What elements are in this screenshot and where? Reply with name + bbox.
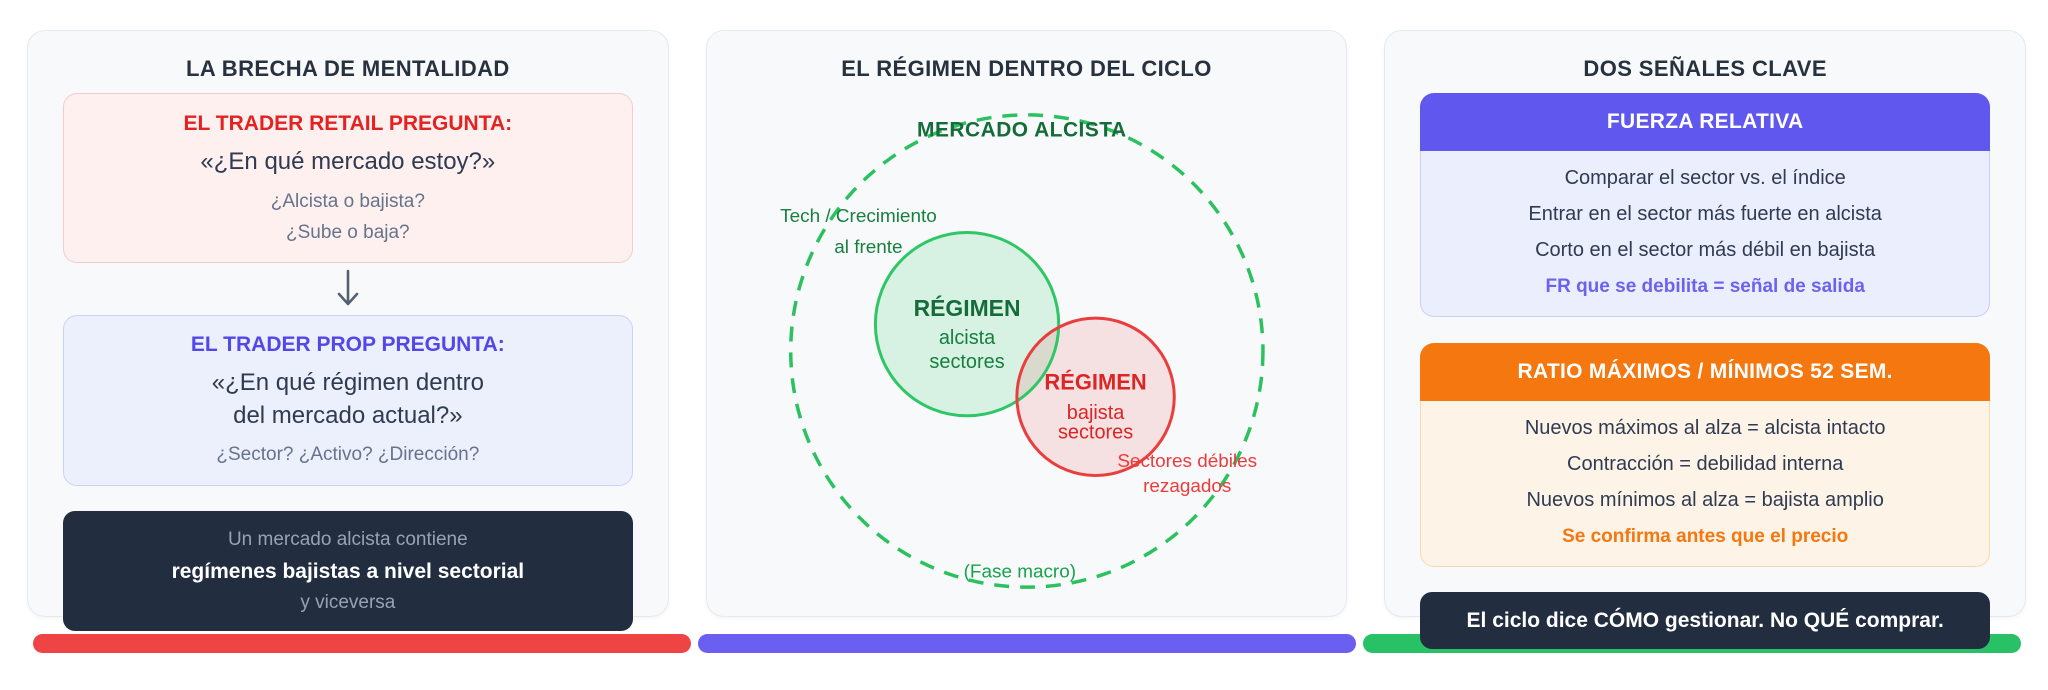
- weak-sectors-note-line-2: rezagados: [1143, 476, 1231, 497]
- bear-regime-line-1: bajista: [1066, 402, 1124, 424]
- weak-sectors-note-line-1: Sectores débiles: [1117, 451, 1257, 472]
- highs-lows-ratio-header: RATIO MÁXIMOS / MÍNIMOS 52 SEM.: [1420, 343, 1991, 402]
- rs-highlight: FR que se debilita = señal de salida: [1545, 276, 1865, 298]
- mindset-panel-title: LA BRECHA DE MENTALIDAD: [185, 56, 510, 81]
- ratio-highlight: Se confirma antes que el precio: [1562, 526, 1849, 548]
- bull-regime-circle: [875, 232, 1059, 416]
- prop-question-line-2: del mercado actual?»: [233, 401, 463, 429]
- prop-box-heading: EL TRADER PROP PREGUNTA:: [190, 333, 505, 357]
- signals-summary-box: El ciclo dice CÓMO gestionar. No QUÉ com…: [1420, 592, 1991, 650]
- mindset-summary-line-1: Un mercado alcista contiene: [227, 528, 468, 550]
- panel-key-signals: DOS SEÑALES CLAVE FUERZA RELATIVA Compar…: [1384, 30, 2027, 650]
- retail-question: «¿En qué mercado estoy?»: [200, 148, 496, 176]
- relative-strength-header: FUERZA RELATIVA: [1420, 93, 1991, 152]
- retail-subquestion-2: ¿Sube o baja?: [286, 221, 410, 243]
- mindset-summary-box: Un mercado alcista contiene regímenes ba…: [63, 510, 633, 631]
- mindset-summary-line-3: y viceversa: [300, 591, 396, 613]
- ratio-rule-2: Contracción = debilidad interna: [1567, 453, 1844, 476]
- footer-bar-red: [33, 634, 691, 653]
- footer-bar-purple: [698, 634, 1356, 653]
- cycle-panel-title: EL RÉGIMEN DENTRO DEL CICLO: [841, 56, 1212, 81]
- regime-venn-diagram: MERCADO ALCISTA Tech / Crecimiento al fr…: [780, 113, 1265, 589]
- highs-lows-ratio-body: Nuevos máximos al alza = alcista intacto…: [1420, 401, 1991, 568]
- bull-regime-line-1: alcista: [939, 327, 996, 349]
- mindset-summary-line-2: regímenes bajistas a nivel sectorial: [171, 559, 525, 583]
- panel-mindset-gap: LA BRECHA DE MENTALIDAD EL TRADER RETAIL…: [27, 30, 669, 631]
- prop-trader-box: EL TRADER PROP PREGUNTA: «¿En qué régime…: [63, 315, 633, 486]
- rs-rule-3: Corto en el sector más débil en bajista: [1535, 239, 1876, 262]
- rs-rule-1: Comparar el sector vs. el índice: [1564, 167, 1846, 190]
- prop-question-line-1: «¿En qué régimen dentro: [211, 369, 484, 397]
- ratio-rule-1: Nuevos máximos al alza = alcista intacto: [1524, 417, 1886, 440]
- bull-market-label: MERCADO ALCISTA: [917, 118, 1127, 141]
- relative-strength-card: FUERZA RELATIVA Comparar el sector vs. e…: [1420, 93, 1991, 318]
- bull-market-dashed-circle: [788, 113, 1265, 589]
- down-arrow-icon: [63, 269, 633, 307]
- rs-rule-2: Entrar en el sector más fuerte en alcist…: [1528, 203, 1882, 226]
- bull-regime-line-2: sectores: [929, 351, 1004, 373]
- bear-regime-line-2: sectores: [1058, 422, 1133, 444]
- ratio-rule-3: Nuevos mínimos al alza = bajista amplio: [1526, 489, 1884, 512]
- highs-lows-ratio-card: RATIO MÁXIMOS / MÍNIMOS 52 SEM. Nuevos m…: [1420, 343, 1991, 568]
- signals-panel-title: DOS SEÑALES CLAVE: [1583, 56, 1827, 81]
- tech-growth-note-line-2: al frente: [834, 237, 902, 258]
- panel-row: LA BRECHA DE MENTALIDAD EL TRADER RETAIL…: [27, 30, 2027, 650]
- prop-subquestion: ¿Sector? ¿Activo? ¿Dirección?: [216, 444, 480, 466]
- relative-strength-body: Comparar el sector vs. el índice Entrar …: [1420, 151, 1991, 318]
- bear-regime-circle: [1016, 318, 1174, 476]
- macro-phase-label: (Fase macro): [963, 562, 1075, 583]
- bull-regime-circle-outline: [873, 230, 1060, 418]
- bull-regime-heading: RÉGIMEN: [913, 295, 1020, 321]
- retail-box-heading: EL TRADER RETAIL PREGUNTA:: [183, 112, 513, 136]
- panel-regime-in-cycle: EL RÉGIMEN DENTRO DEL CICLO MERCADO ALCI…: [705, 30, 1348, 617]
- retail-trader-box: EL TRADER RETAIL PREGUNTA: «¿En qué merc…: [63, 93, 633, 264]
- retail-subquestion-1: ¿Alcista o bajista?: [270, 190, 425, 212]
- bear-regime-circle-outline: [1015, 316, 1176, 478]
- tech-growth-note-line-1: Tech / Crecimiento: [780, 206, 937, 227]
- bear-regime-heading: RÉGIMEN: [1044, 369, 1146, 394]
